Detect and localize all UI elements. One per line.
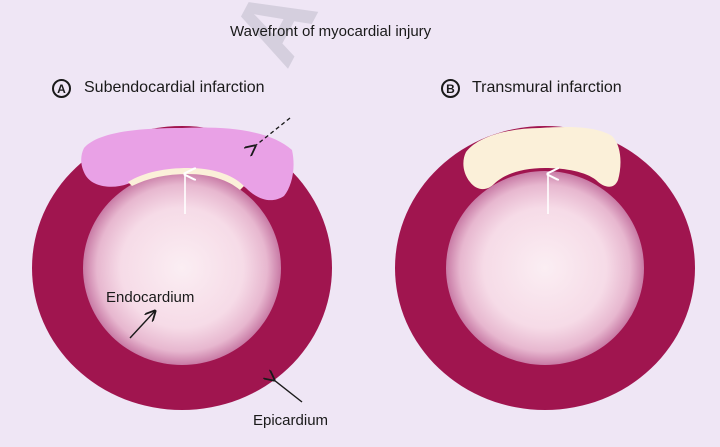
subendocardial-infarct-zone [81, 127, 294, 201]
diagram-title: Wavefront of myocardial injury [230, 23, 432, 40]
endocardial-rim-a [128, 168, 244, 190]
panel-b-badge: B [441, 79, 460, 98]
epicardium-label: Epicardium [253, 412, 329, 429]
pointer-line-endocardium [129, 311, 155, 339]
endocardium-label: Endocardium [106, 289, 195, 306]
panel-a-title: Subendocardial infarction [84, 79, 265, 96]
pointer-line-dashed [255, 117, 291, 146]
panel-b-title: Transmural infarction [472, 79, 622, 96]
pointer-line-epicardium [274, 380, 303, 403]
ventricle-cavity-a [83, 171, 281, 365]
panel-a-badge: A [52, 79, 71, 98]
transmural-infarct-zone [463, 126, 621, 190]
ventricle-cavity-b [446, 171, 644, 365]
